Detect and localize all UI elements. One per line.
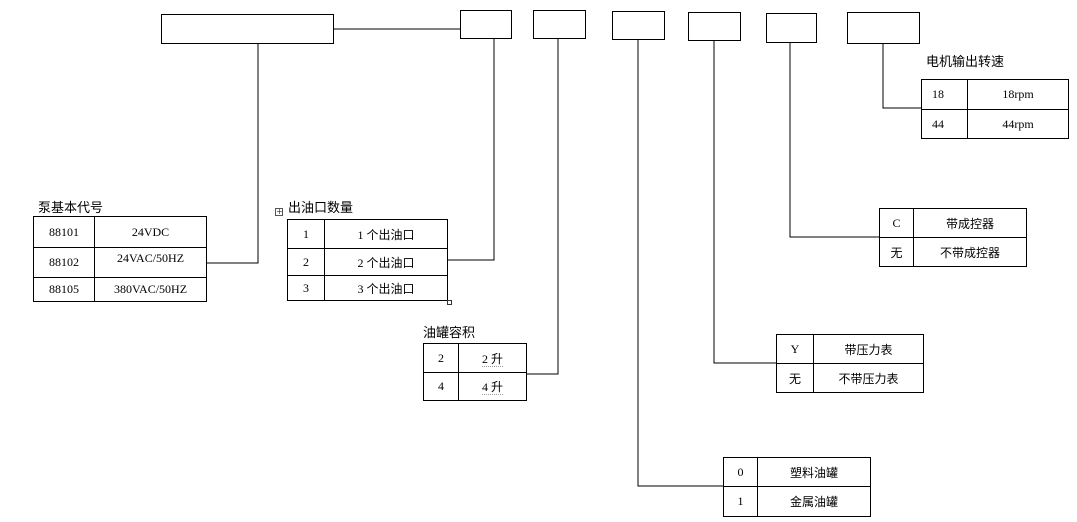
pressure-gauge-row-code: Y	[776, 334, 814, 364]
tank-volume-row-code: 2	[423, 343, 459, 373]
code-box-tank-volume	[533, 10, 586, 39]
tank-material-row-code: 1	[723, 486, 758, 517]
pressure-gauge-row-code: 无	[776, 363, 814, 393]
controller-row-desc: 不带成控器	[913, 237, 1027, 267]
outlets-row-code: 2	[287, 248, 325, 276]
tank-volume-row-desc: 2 升	[481, 351, 503, 367]
controller-table: C 带成控器 无 不带成控器	[879, 208, 1027, 267]
motor-speed-row-desc: 44rpm	[967, 109, 1069, 139]
connector-base-code	[207, 43, 259, 264]
base-code-title: 泵基本代号	[38, 201, 104, 216]
tank-material-row-code: 0	[723, 457, 758, 487]
connector-tank-volume	[526, 38, 559, 375]
outlets-row-code: 3	[287, 275, 325, 301]
outlets-row-desc: 2 个出油口	[324, 248, 448, 276]
tank-volume-row-desc: 4 升	[481, 380, 503, 395]
motor-speed-row-code: 18	[921, 79, 968, 110]
outlets-table: 1 1 个出油口 2 2 个出油口 3 3 个出油口	[287, 219, 448, 301]
outlets-row-desc: 3 个出油口	[324, 275, 448, 301]
outlets-row-code: 1	[287, 219, 325, 249]
motor-speed-title: 电机输出转速	[926, 55, 1005, 70]
code-box-motor-speed	[847, 12, 920, 44]
pressure-gauge-row-desc: 带压力表	[813, 334, 924, 364]
tank-volume-row-code: 4	[423, 372, 459, 401]
pressure-gauge-row-desc: 不带压力表	[813, 363, 924, 393]
connector-pressure-gauge	[713, 40, 776, 364]
resize-handle-icon[interactable]	[447, 300, 452, 305]
motor-speed-row-code: 44	[921, 109, 968, 139]
code-box-pressure-gauge	[688, 12, 741, 41]
code-box-base	[161, 14, 334, 44]
base-code-row-desc: 24VDC	[94, 216, 207, 248]
code-box-tank-material	[612, 11, 665, 40]
base-code-row-code: 88102	[33, 247, 95, 278]
tank-material-table: 0 塑料油罐 1 金属油罐	[723, 457, 871, 517]
base-code-table: 88101 24VDC 88102 24VAC/50HZ 88105 380VA…	[33, 216, 207, 302]
pressure-gauge-table: Y 带压力表 无 不带压力表	[776, 334, 924, 393]
tank-volume-title: 油罐容积	[423, 326, 476, 341]
base-code-row-desc: 380VAC/50HZ	[94, 277, 207, 302]
tank-volume-table: 2 2 升 4 4 升	[423, 343, 527, 401]
outlets-title: 出油口数量	[288, 201, 354, 216]
tank-material-row-desc: 金属油罐	[757, 486, 871, 517]
tank-material-row-desc: 塑料油罐	[757, 457, 871, 487]
connector-motor-speed	[882, 43, 921, 109]
connector-controller	[789, 42, 879, 238]
connector-tank-material	[637, 39, 723, 487]
base-code-row-code: 88105	[33, 277, 95, 302]
motor-speed-row-desc: 18rpm	[967, 79, 1069, 110]
base-code-row-desc: 24VAC/50HZ	[94, 247, 207, 278]
connector-outlets	[448, 38, 495, 261]
base-code-row-code: 88101	[33, 216, 95, 248]
code-box-outlets	[460, 10, 512, 39]
controller-row-code: 无	[879, 237, 914, 267]
move-handle-icon[interactable]: +	[275, 207, 283, 216]
code-box-controller	[766, 13, 817, 43]
motor-speed-table: 18 18rpm 44 44rpm	[921, 79, 1069, 139]
outlets-row-desc: 1 个出油口	[324, 219, 448, 249]
controller-row-desc: 带成控器	[913, 208, 1027, 238]
controller-row-code: C	[879, 208, 914, 238]
